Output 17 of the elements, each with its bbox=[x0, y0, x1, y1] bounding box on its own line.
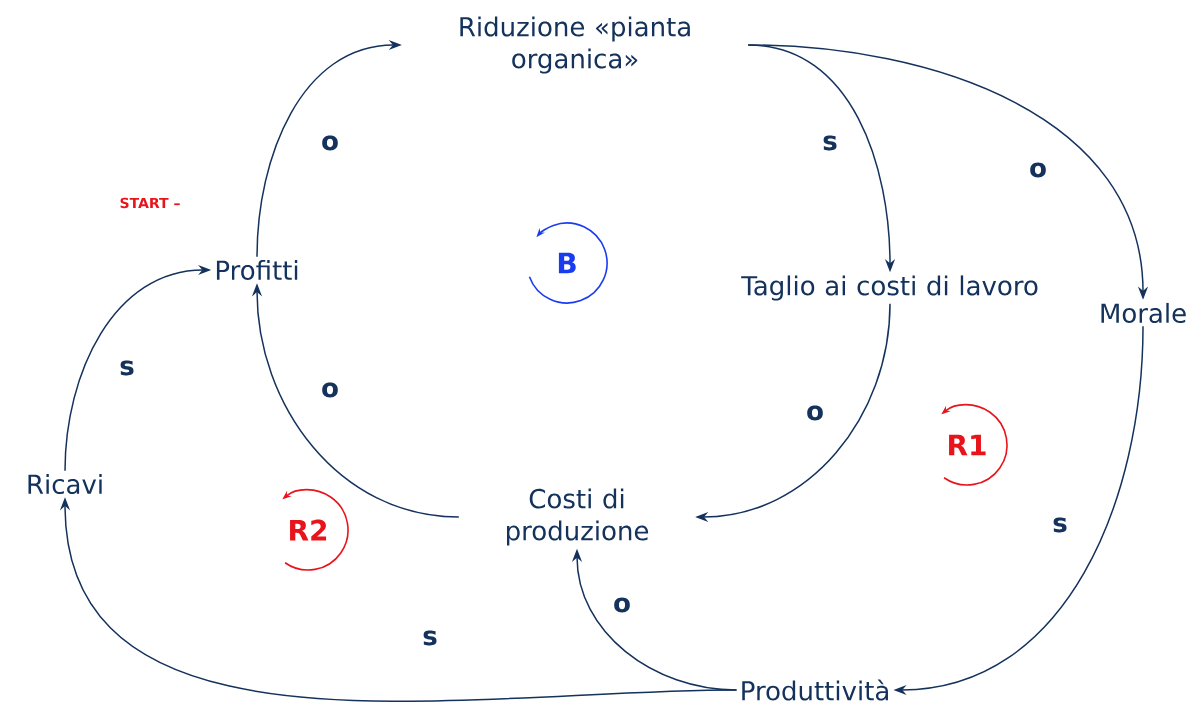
edge-label: o bbox=[614, 597, 630, 613]
edge-label: s bbox=[823, 135, 837, 151]
variable-label: Ricavi bbox=[28, 473, 102, 495]
edge-label: o bbox=[322, 135, 338, 151]
edge-label: o bbox=[1030, 162, 1046, 178]
start-label: START – bbox=[120, 197, 180, 209]
variable-label: Costi di produzione bbox=[507, 488, 649, 546]
edge-label: s bbox=[120, 360, 134, 376]
variable-label: Produttività bbox=[742, 679, 888, 701]
edge-label: o bbox=[322, 382, 338, 398]
edge-label: o bbox=[807, 405, 823, 421]
variable-label: Morale bbox=[1101, 302, 1186, 324]
edge-label: s bbox=[1053, 517, 1067, 533]
edge-label: s bbox=[423, 630, 437, 646]
variable-label: Profitti bbox=[216, 259, 298, 281]
variable-label: Taglio ai costi di lavoro bbox=[741, 275, 1038, 301]
variable-label: Riduzione «pianta organica» bbox=[460, 16, 690, 74]
